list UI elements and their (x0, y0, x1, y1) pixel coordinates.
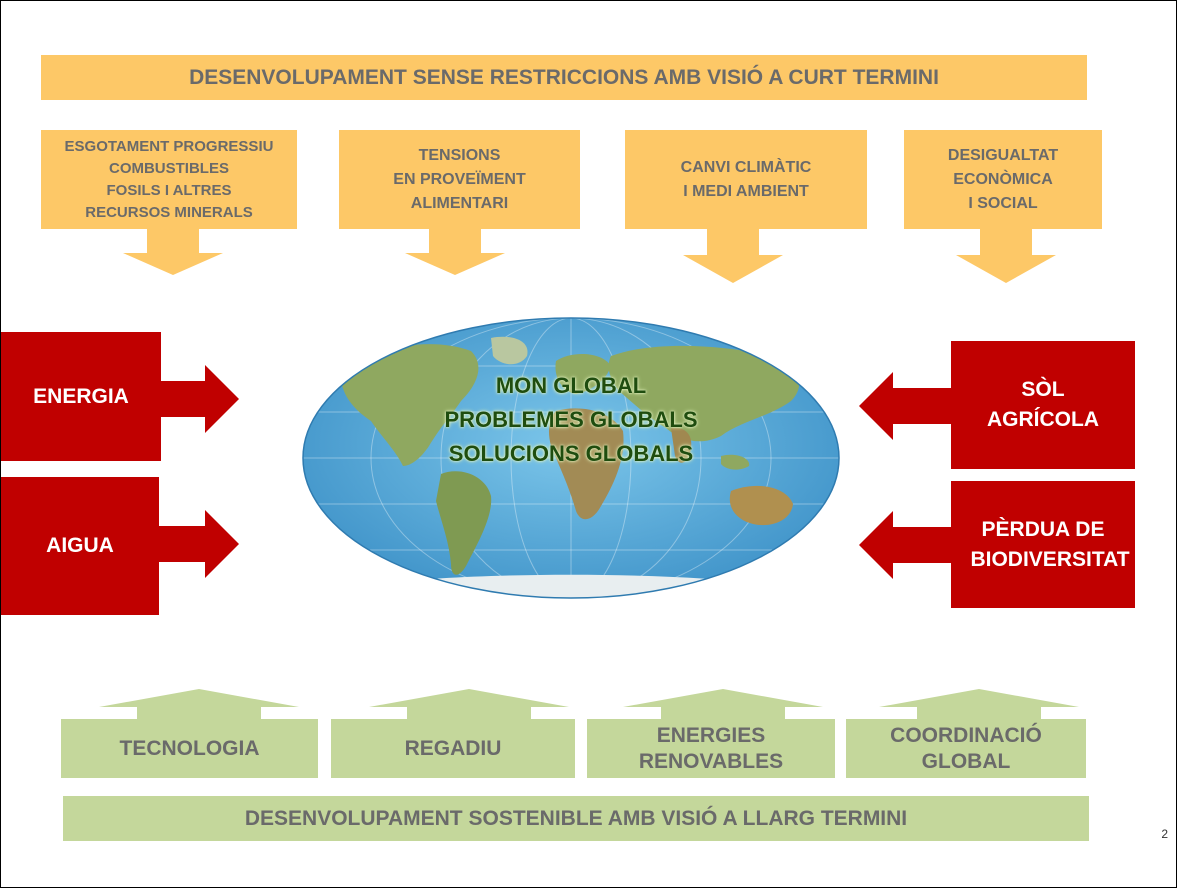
map-overlay-text: MON GLOBAL PROBLEMES GLOBALS SOLUCIONS G… (301, 369, 841, 471)
down-arrow-icon (956, 229, 1056, 283)
map-title-line: SOLUCIONS GLOBALS (448, 441, 694, 466)
bottom-banner: DESENVOLUPAMENT SOSTENIBLE AMB VISIÓ A L… (63, 796, 1089, 841)
map-title-line: MON GLOBAL (495, 373, 647, 398)
bottom-box-line: COORDINACIÓ (890, 723, 1042, 747)
left-arrow-icon (859, 372, 951, 440)
up-arrow-icon (99, 689, 299, 721)
top-box-line: ECONÒMICA (953, 170, 1053, 188)
top-box-line: ESGOTAMENT PROGRESSIU (64, 137, 274, 155)
right-box-biodiversitat: PÈRDUA DE BIODIVERSITAT (951, 481, 1135, 608)
top-box-line: DESIGUALTAT (947, 146, 1059, 164)
top-box-line: FOSILS I ALTRES (106, 181, 232, 199)
top-box-food: TENSIONS EN PROVEÏMENT ALIMENTARI (339, 130, 580, 229)
left-box-label: ENERGIA (33, 384, 129, 408)
bottom-box-line: RENOVABLES (638, 749, 784, 773)
top-box-resources: ESGOTAMENT PROGRESSIU COMBUSTIBLES FOSIL… (41, 130, 297, 229)
left-box-energia: ENERGIA (1, 332, 161, 461)
down-arrow-icon (405, 229, 505, 275)
top-box-line: ALIMENTARI (410, 194, 509, 212)
left-box-aigua: AIGUA (1, 477, 159, 615)
right-box-line: BIODIVERSITAT (970, 547, 1130, 571)
top-box-line: EN PROVEÏMENT (393, 170, 526, 188)
bottom-box-coordinacio-global: COORDINACIÓ GLOBAL (846, 719, 1086, 778)
page-number: 2 (1161, 827, 1168, 841)
right-box-line: SÒL (1021, 378, 1065, 401)
up-arrow-icon (879, 689, 1079, 721)
bottom-box-line: GLOBAL (921, 749, 1011, 773)
top-box-line: CANVI CLIMÀTIC (680, 158, 812, 176)
bottom-box-line: ENERGIES (656, 723, 766, 747)
left-box-label: AIGUA (46, 534, 114, 557)
bottom-box-label: TECNOLOGIA (119, 736, 260, 760)
up-arrow-icon (623, 689, 823, 721)
bottom-box-regadiu: REGADIU (331, 719, 575, 778)
top-box-inequality: DESIGUALTAT ECONÒMICA I SOCIAL (904, 130, 1102, 229)
top-box-climate: CANVI CLIMÀTIC I MEDI AMBIENT (625, 130, 867, 229)
left-arrow-icon (859, 511, 951, 579)
bottom-box-tecnologia: TECNOLOGIA (61, 719, 318, 778)
bottom-box-energies-renovables: ENERGIES RENOVABLES (587, 719, 835, 778)
top-banner: DESENVOLUPAMENT SENSE RESTRICCIONS AMB V… (41, 55, 1087, 100)
bottom-banner-text: DESENVOLUPAMENT SOSTENIBLE AMB VISIÓ A L… (244, 806, 908, 830)
bottom-box-label: REGADIU (404, 736, 502, 760)
top-box-line: RECURSOS MINERALS (85, 203, 253, 221)
up-arrow-icon (369, 689, 569, 721)
down-arrow-icon (123, 229, 223, 275)
world-map (302, 317, 840, 599)
right-box-line: PÈRDUA DE (981, 517, 1105, 541)
top-box-line: TENSIONS (418, 146, 501, 164)
top-box-line: I MEDI AMBIENT (683, 182, 809, 200)
right-arrow-icon (157, 510, 239, 578)
top-box-line: I SOCIAL (968, 194, 1038, 212)
top-banner-text: DESENVOLUPAMENT SENSE RESTRICCIONS AMB V… (189, 65, 939, 89)
down-arrow-icon (683, 229, 783, 283)
right-box-line: AGRÍCOLA (987, 408, 1099, 431)
map-title-line: PROBLEMES GLOBALS (444, 407, 698, 432)
right-box-sol-agricola: SÒL AGRÍCOLA (951, 341, 1135, 469)
top-box-line: COMBUSTIBLES (108, 159, 229, 177)
right-arrow-icon (159, 365, 239, 433)
